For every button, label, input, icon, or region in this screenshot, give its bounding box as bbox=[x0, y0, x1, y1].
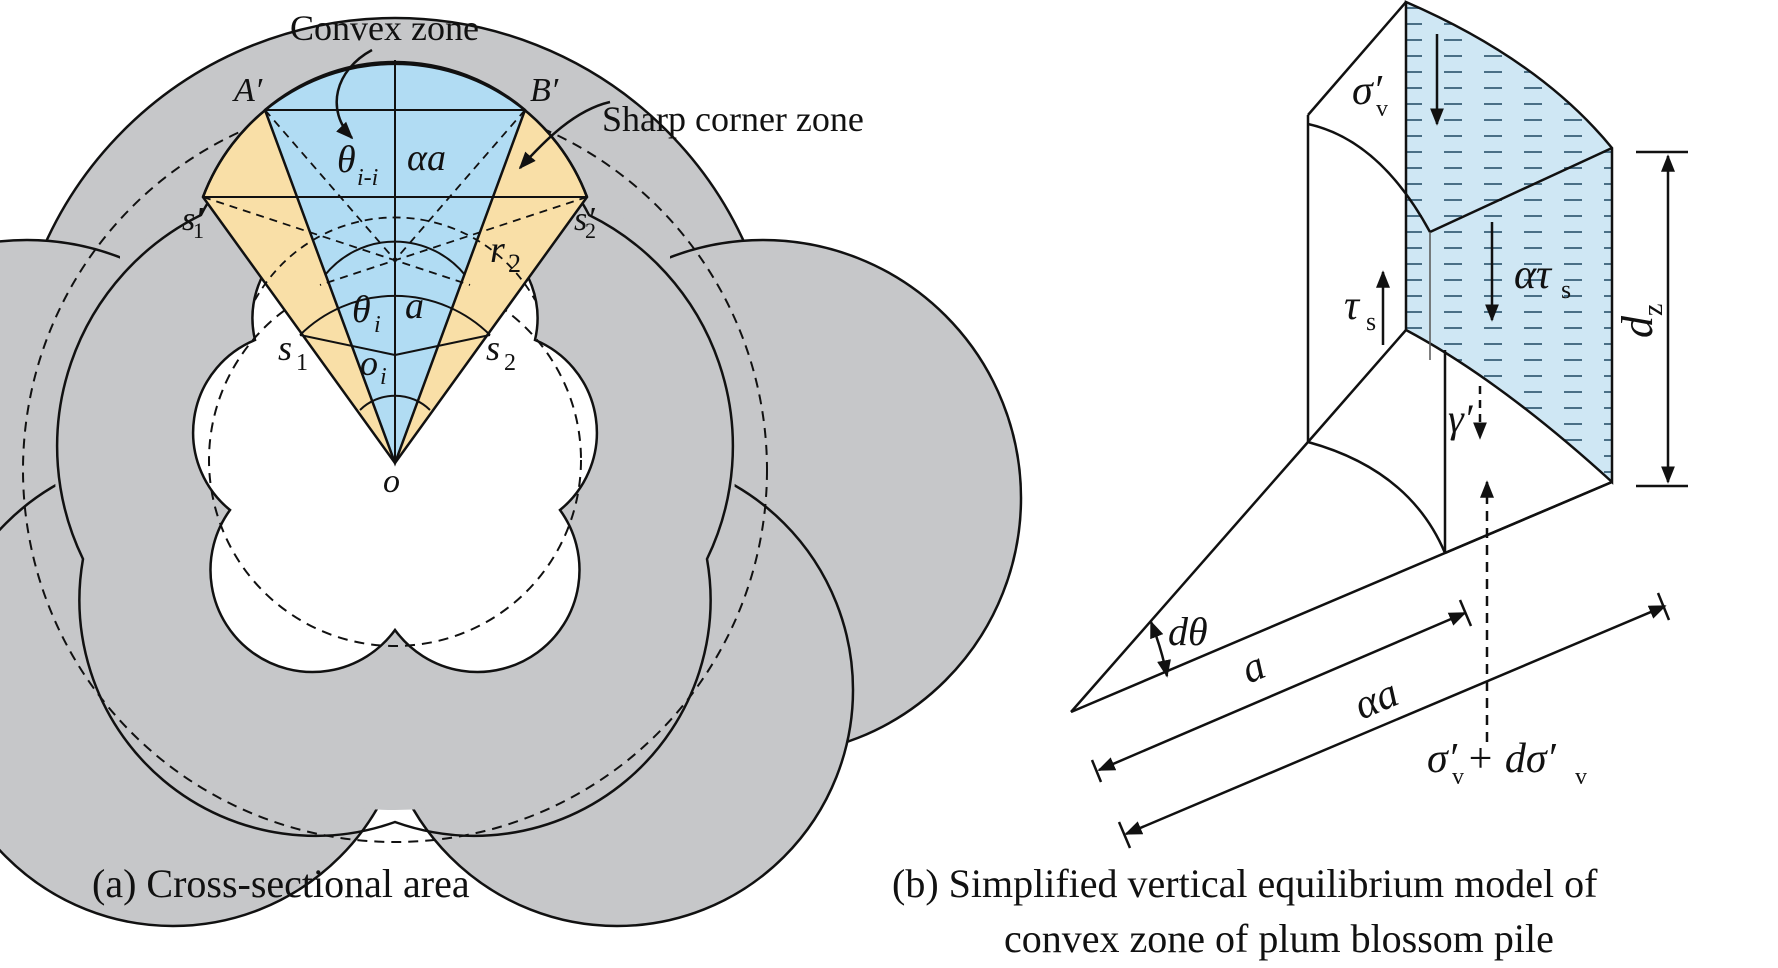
point-o: o bbox=[383, 463, 400, 500]
svg-text:s′: s′ bbox=[182, 201, 203, 238]
point-s1: s 1 bbox=[278, 328, 308, 376]
svg-text:2: 2 bbox=[508, 249, 521, 278]
caption-b-line1: (b) Simplified vertical equilibrium mode… bbox=[892, 861, 1598, 906]
sharp-corner-zone-label: Sharp corner zone bbox=[602, 99, 864, 139]
face-curves bbox=[1307, 122, 1613, 554]
svg-text:r: r bbox=[490, 229, 505, 271]
svg-text:1: 1 bbox=[193, 218, 204, 243]
svg-text:ατ: ατ bbox=[1514, 252, 1553, 298]
length-a: a bbox=[405, 285, 424, 327]
point-s1-prime: s′ 1 bbox=[182, 201, 204, 243]
a-dimension bbox=[1090, 599, 1473, 783]
svg-text:s: s bbox=[1366, 307, 1376, 336]
point-a-prime: A′ bbox=[232, 72, 263, 109]
caption-b-line2: convex zone of plum blossom pile bbox=[1004, 916, 1554, 961]
alpha-a-dimension bbox=[1117, 592, 1671, 849]
svg-text:v: v bbox=[1376, 96, 1388, 122]
dashed-construction bbox=[202, 109, 588, 464]
label-sigma-v: σ′ v bbox=[1352, 68, 1388, 122]
construction-lines bbox=[203, 60, 587, 463]
label-a: a bbox=[1235, 643, 1272, 694]
svg-text:i: i bbox=[374, 312, 381, 338]
panel-a: Convex zone Sharp corner zone A′ B′ s′ 1… bbox=[0, 8, 1023, 928]
svg-text:2: 2 bbox=[504, 350, 516, 376]
dz-dimension bbox=[1636, 150, 1688, 488]
svg-text:s′: s′ bbox=[574, 201, 595, 238]
label-dz: d z bbox=[1613, 304, 1669, 338]
length-alpha-a: αa bbox=[407, 137, 446, 179]
svg-text:v: v bbox=[1452, 764, 1464, 790]
svg-text:s: s bbox=[486, 328, 500, 368]
svg-text:θ: θ bbox=[352, 289, 371, 331]
inner-diag-dashed bbox=[1307, 329, 1407, 443]
svg-text:v: v bbox=[1575, 764, 1587, 790]
angle-theta-i-minus-i: θ i-i bbox=[337, 139, 378, 191]
svg-text:σ′: σ′ bbox=[1427, 736, 1458, 782]
svg-text:θ: θ bbox=[337, 139, 356, 181]
svg-text:2: 2 bbox=[585, 218, 596, 243]
svg-text:d: d bbox=[1613, 315, 1662, 338]
sharp-zone-arrow bbox=[518, 100, 611, 170]
svg-text:i-i: i-i bbox=[357, 165, 378, 191]
label-alpha-tau-s: ατ s bbox=[1514, 252, 1571, 304]
svg-text:+ dσ′: + dσ′ bbox=[1466, 736, 1557, 782]
label-sigma-plus-d: σ′ v + dσ′ v bbox=[1427, 736, 1587, 790]
svg-text:σ′: σ′ bbox=[1352, 68, 1383, 114]
label-tau-s: τ s bbox=[1344, 283, 1376, 336]
d-theta-arc bbox=[1149, 620, 1171, 678]
convex-zone-label: Convex zone bbox=[290, 8, 479, 48]
label-d-theta: dθ bbox=[1168, 609, 1208, 654]
point-b-prime: B′ bbox=[530, 72, 559, 109]
point-r2: r 2 bbox=[490, 229, 521, 278]
point-o-i: o i bbox=[360, 343, 387, 390]
svg-text:τ: τ bbox=[1344, 283, 1361, 329]
point-s2: s 2 bbox=[486, 328, 516, 376]
svg-text:i: i bbox=[380, 364, 387, 390]
svg-text:o: o bbox=[360, 343, 378, 383]
point-s2-prime: s′ 2 bbox=[574, 201, 596, 243]
angle-theta-i: θ i bbox=[352, 289, 381, 338]
svg-text:s: s bbox=[278, 328, 292, 368]
svg-text:z: z bbox=[1638, 304, 1669, 316]
svg-text:s: s bbox=[1561, 275, 1571, 304]
base-triangle bbox=[1070, 441, 1613, 714]
convex-zone-arrow bbox=[335, 48, 373, 140]
label-gamma: γ′ bbox=[1448, 396, 1474, 441]
svg-text:1: 1 bbox=[296, 350, 308, 376]
caption-a: (a) Cross-sectional area bbox=[92, 861, 470, 906]
